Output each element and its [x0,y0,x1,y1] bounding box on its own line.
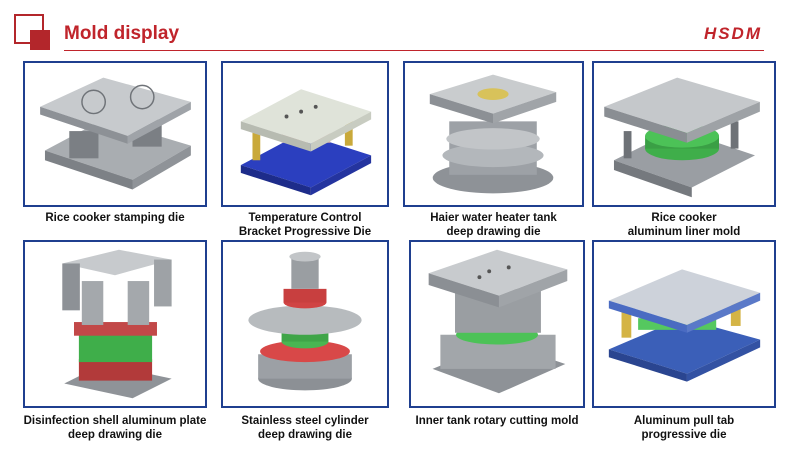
mold-caption-1: Rice cooker stamping die [45,212,185,224]
mold-image-rice-cooker-stamping-die [40,77,191,190]
mold-image-inner-tank-rotary-cutting-mold [428,249,568,394]
mold-image-aluminum-liner-mold [604,77,760,198]
mold-card-5 [23,240,207,408]
mold-caption-2: Temperature Control Bracket Progressive … [238,212,372,238]
logo-outline-square [14,14,44,44]
mold-caption-3: Haier water heater tank deep drawing die [430,212,557,238]
header-rule [64,50,764,51]
mold-image-water-heater-tank-die [429,74,557,194]
mold-card-1 [23,61,207,207]
mold-caption-7: Inner tank rotary cutting mold [415,415,579,427]
page-title: Mold display [64,23,180,44]
mold-image-stainless-steel-cylinder-die [248,251,362,391]
mold-card-7 [409,240,585,408]
logo-filled-square [30,30,50,50]
mold-image-disinfection-shell-die [62,249,172,399]
mold-card-8 [592,240,776,408]
brand-name: HSDM [703,24,762,43]
mold-card-3 [403,61,584,207]
mold-caption-8: Aluminum pull tab progressive die [633,415,735,441]
mold-card-4 [592,61,776,207]
mold-caption-6: Stainless steel cylinder deep drawing di… [241,415,369,441]
mold-card-2 [221,61,389,207]
mold-caption-4: Rice cooker aluminum liner mold [627,212,741,238]
mold-card-6 [221,240,389,408]
logo-mark [14,14,52,52]
mold-image-aluminum-pull-tab-die [608,269,761,382]
mold-image-temperature-control-bracket-die [240,89,372,196]
mold-caption-5: Disinfection shell aluminum plate deep d… [23,415,207,441]
